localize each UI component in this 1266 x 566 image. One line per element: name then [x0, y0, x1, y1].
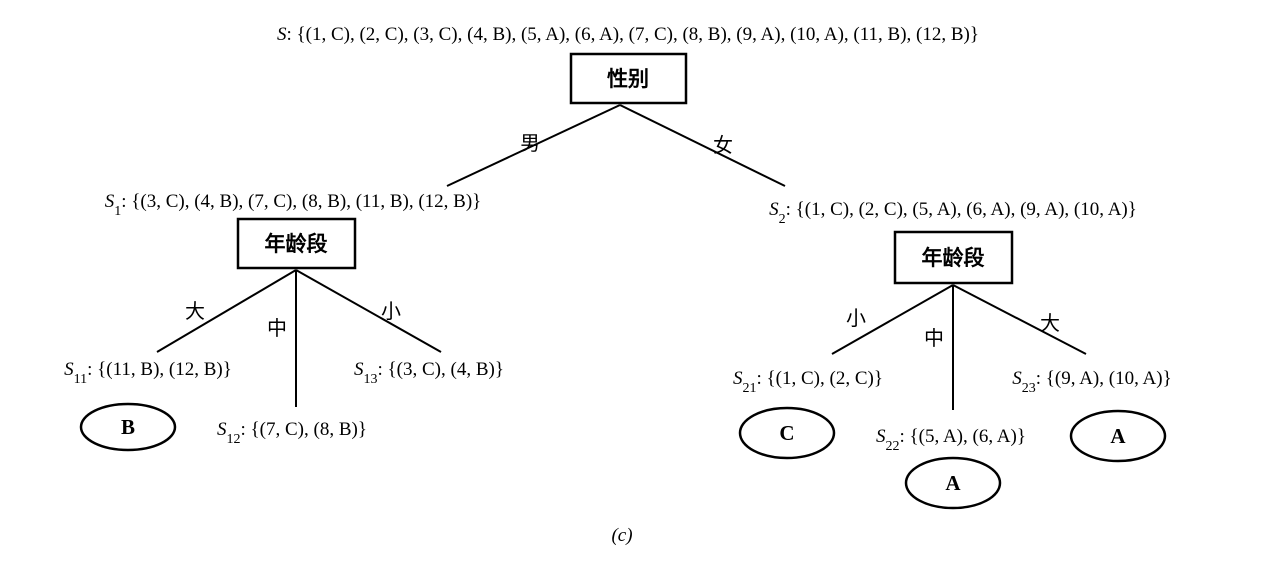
set-S-content: : {(1, C), (2, C), (3, C), (4, B), (5, A… — [287, 24, 980, 45]
set-S1-content: : {(3, C), (4, B), (7, C), (8, B), (11, … — [121, 191, 481, 212]
set-S22-sub: 22 — [886, 439, 900, 454]
set-S23: S23: {(9, A), (10, A)} — [1012, 368, 1171, 396]
set-S22: S22: {(5, A), (6, A)} — [876, 426, 1026, 454]
edge-root-to-left — [446, 104, 621, 187]
set-S11-sub: 11 — [74, 372, 87, 387]
edge-label-left-small: 小 — [381, 299, 401, 323]
set-S1-name: S — [105, 191, 115, 212]
edge-right-big — [952, 284, 1087, 355]
set-S11-content: : {(11, B), (12, B)} — [87, 359, 232, 380]
set-S12-content: : {(7, C), (8, B)} — [241, 419, 367, 440]
leaf-S22-label: A — [945, 471, 961, 495]
edge-label-right-small: 小 — [846, 306, 866, 330]
edge-root-to-right — [619, 104, 786, 187]
edge-label-right-big: 大 — [1040, 311, 1060, 335]
set-S21-name: S — [733, 368, 743, 389]
node-right-box — [893, 230, 1014, 285]
set-S13-content: : {(3, C), (4, B)} — [378, 359, 504, 380]
leaf-S21-oval — [738, 406, 836, 460]
set-S1: S1: {(3, C), (4, B), (7, C), (8, B), (11… — [105, 191, 482, 219]
edge-label-female: 女 — [713, 133, 733, 157]
set-S21-sub: 21 — [743, 381, 757, 396]
set-S2-content: : {(1, C), (2, C), (5, A), (6, A), (9, A… — [786, 199, 1137, 220]
set-S2: S2: {(1, C), (2, C), (5, A), (6, A), (9,… — [769, 199, 1137, 227]
leaf-S11-label: B — [121, 415, 135, 439]
set-S21-content: : {(1, C), (2, C)} — [757, 368, 883, 389]
edge-left-big — [156, 269, 297, 353]
edge-label-left-big: 大 — [185, 299, 205, 323]
node-root-label: 性别 — [607, 67, 649, 91]
set-S22-content: : {(5, A), (6, A)} — [900, 426, 1026, 447]
set-S12-sub: 12 — [227, 432, 241, 447]
node-left-label: 年龄段 — [265, 232, 328, 256]
leaf-S21-label: C — [779, 421, 794, 445]
set-S: S: {(1, C), (2, C), (3, C), (4, B), (5, … — [277, 24, 979, 45]
edge-label-left-mid: 中 — [267, 316, 287, 340]
set-S23-sub: 23 — [1022, 381, 1036, 396]
node-right-label: 年龄段 — [922, 246, 985, 270]
leaf-S11-oval — [79, 402, 177, 452]
set-S-name: S — [277, 24, 287, 45]
set-S1-sub: 1 — [114, 204, 121, 219]
set-S12: S12: {(7, C), (8, B)} — [217, 419, 367, 447]
set-S13-name: S — [354, 359, 364, 380]
edge-right-small — [831, 284, 954, 355]
edge-left-small — [295, 269, 442, 353]
node-root-box — [569, 52, 688, 105]
set-S23-name: S — [1012, 368, 1022, 389]
set-S13-sub: 13 — [364, 372, 378, 387]
set-S11-name: S — [64, 359, 74, 380]
edge-label-male: 男 — [520, 131, 540, 155]
set-S2-sub: 2 — [779, 212, 786, 227]
set-S21: S21: {(1, C), (2, C)} — [733, 368, 883, 396]
leaf-S23-oval — [1069, 409, 1167, 463]
figure-caption: (c) — [611, 525, 632, 546]
set-S2-name: S — [769, 199, 779, 220]
set-S23-content: : {(9, A), (10, A)} — [1036, 368, 1172, 389]
node-left-box — [236, 217, 357, 270]
set-S11: S11: {(11, B), (12, B)} — [64, 359, 232, 387]
set-S22-name: S — [876, 426, 886, 447]
edge-label-right-mid: 中 — [924, 326, 944, 350]
set-S12-name: S — [217, 419, 227, 440]
set-S13: S13: {(3, C), (4, B)} — [354, 359, 504, 387]
leaf-S23-label: A — [1110, 424, 1126, 448]
leaf-S22-oval — [904, 456, 1002, 510]
